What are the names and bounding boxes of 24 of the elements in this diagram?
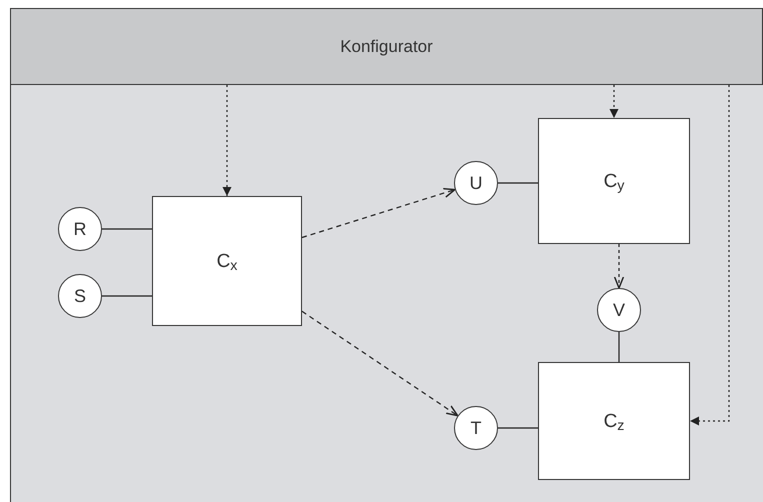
header-band [10, 8, 763, 85]
component-box [152, 196, 302, 326]
connector-line [618, 332, 620, 362]
component-box [538, 362, 690, 480]
arrow [302, 310, 458, 416]
node-label: C$_{x}$ [216, 252, 238, 270]
arrow [302, 188, 456, 238]
arrow [222, 85, 232, 196]
node-label: S [74, 287, 86, 305]
node-label: T [470, 419, 482, 437]
node-label: U [470, 174, 482, 192]
connector-line [498, 427, 538, 429]
arrow [614, 244, 624, 289]
connector-line [102, 228, 152, 230]
node-label: Konfigurator [340, 38, 433, 55]
node-label: C$_{y}$ [604, 172, 624, 190]
node-label: R [74, 220, 86, 238]
node-label: C$_{z}$ [604, 412, 624, 430]
component-box [538, 118, 690, 244]
node-label: V [612, 301, 625, 319]
arrow [610, 85, 618, 118]
arrow [690, 85, 730, 426]
connector-line [102, 295, 152, 297]
connector-line [498, 182, 538, 184]
